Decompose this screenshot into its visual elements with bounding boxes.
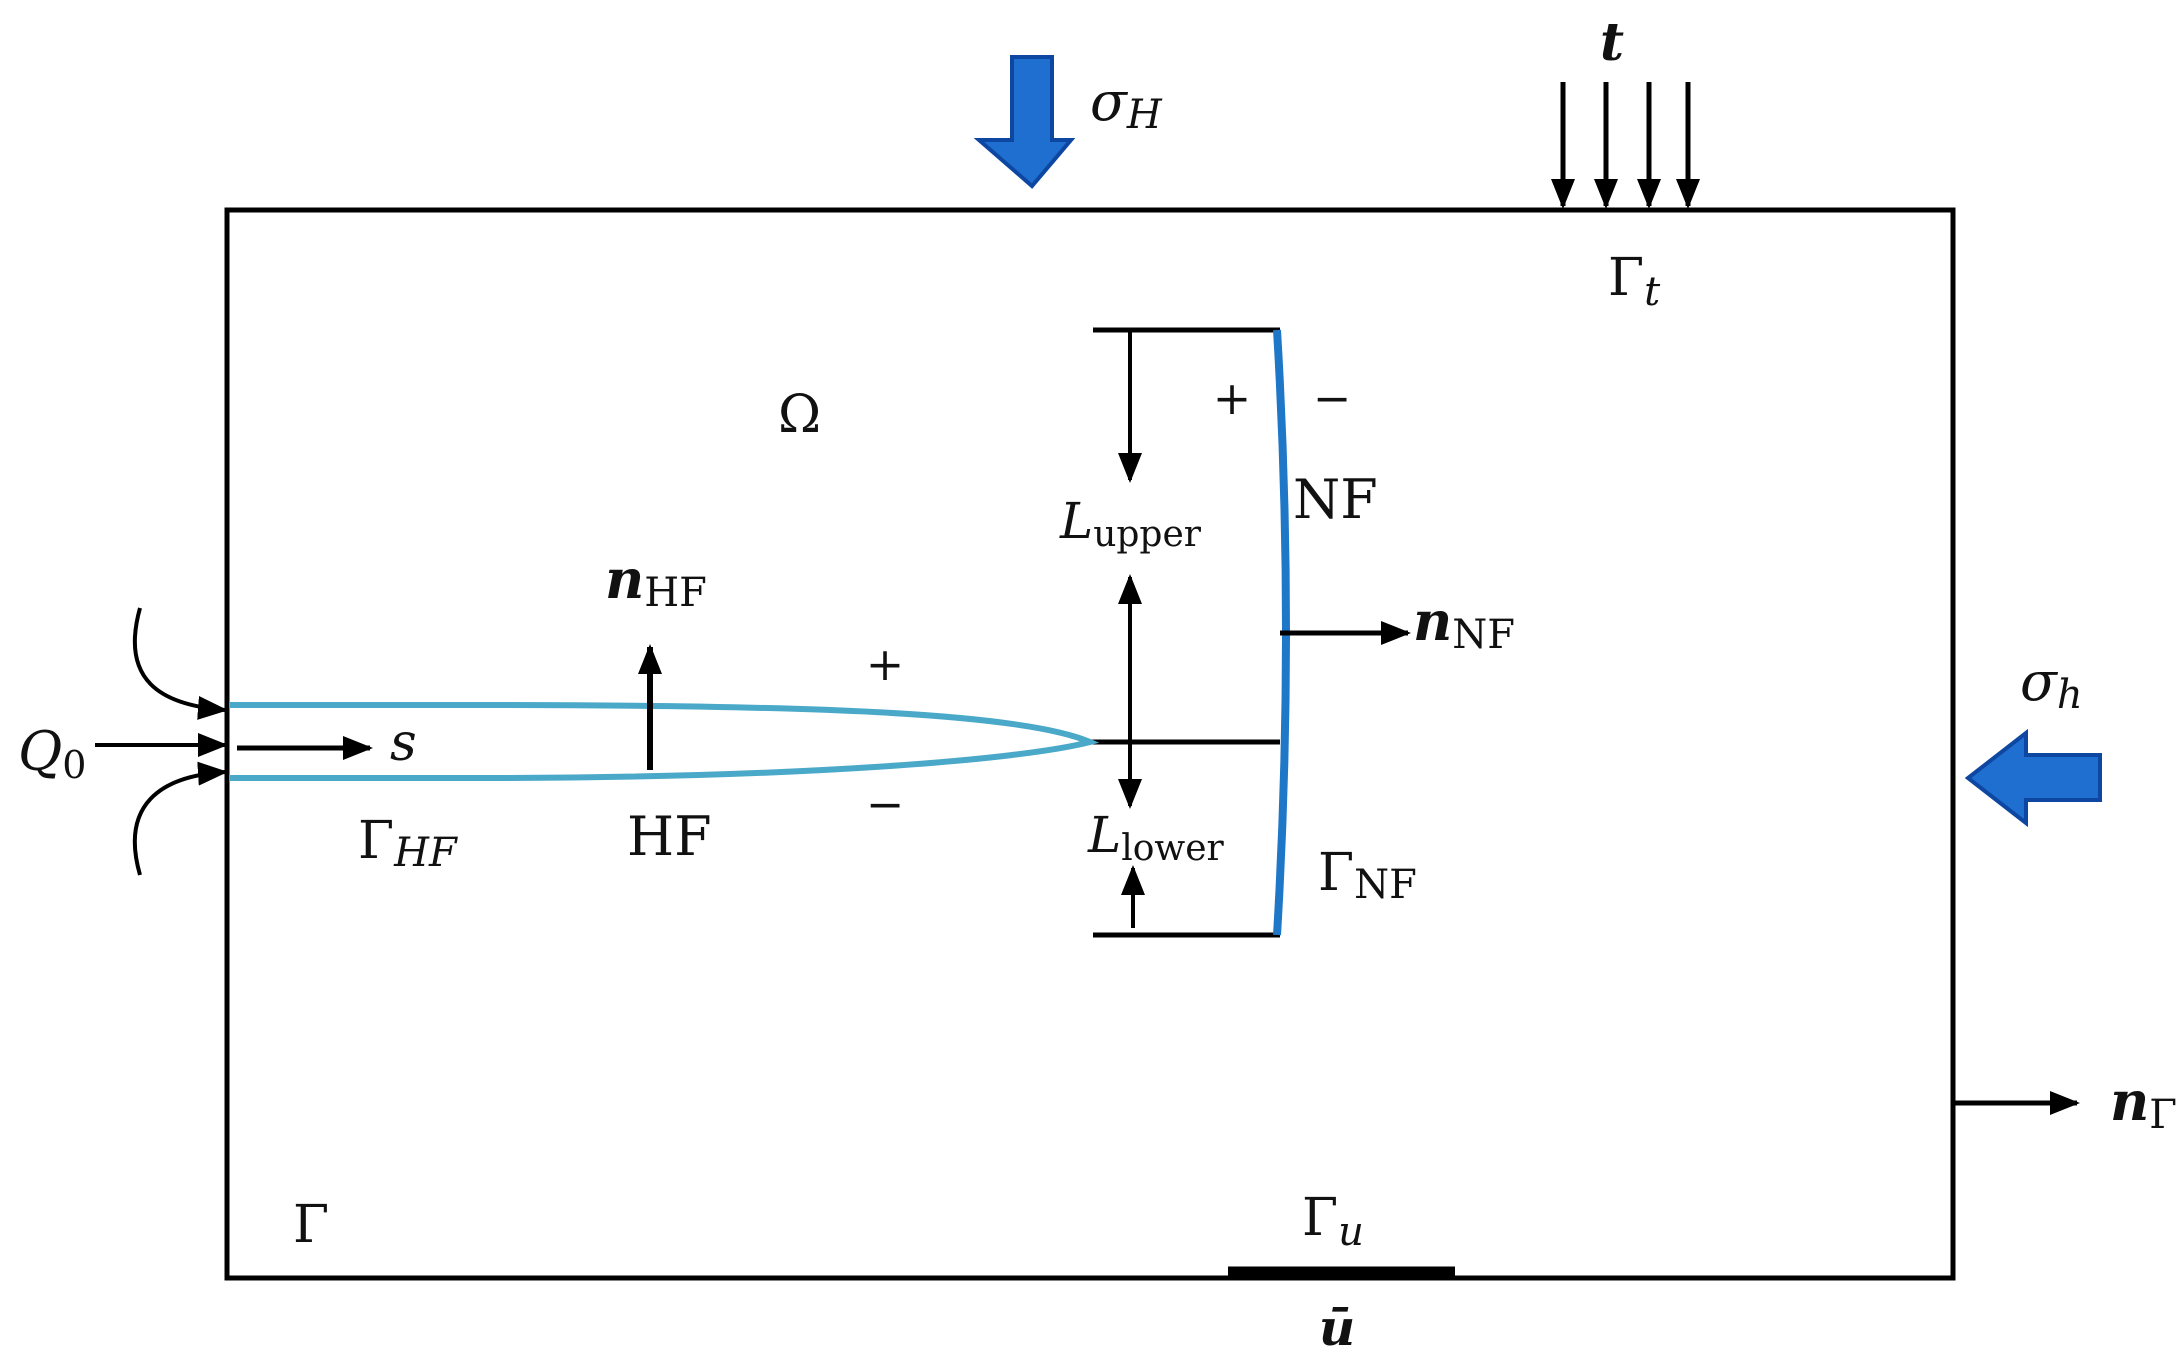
- gamma-u-label: Γu: [1302, 1188, 1364, 1255]
- n-nf-label: nNF: [1413, 589, 1515, 658]
- nf-minus-sign: −: [1313, 371, 1352, 425]
- l-upper-label: Lupper: [1059, 492, 1202, 555]
- gamma-hf-label: ΓHF: [358, 811, 458, 876]
- n-hf-label: nHF: [605, 547, 707, 616]
- nf-dimension-lines: [1090, 327, 1280, 938]
- gamma-nf-label: ΓNF: [1318, 843, 1417, 908]
- nf-plus-sign: +: [1213, 371, 1252, 425]
- sigma-H-label: σH: [1090, 70, 1163, 138]
- hf-label: HF: [627, 805, 712, 868]
- sigma-H-load-arrow: [973, 55, 1076, 189]
- hydraulic-fracture: [229, 702, 1100, 781]
- sigma-h-load-arrow: [1964, 728, 2102, 828]
- nf-label: NF: [1293, 468, 1378, 531]
- u-bar-label: ū: [1319, 1298, 1355, 1357]
- hf-plus-sign: +: [866, 637, 905, 691]
- omega-label: Ω: [778, 385, 821, 445]
- gamma-t-label: Γt: [1608, 248, 1661, 315]
- gamma-boundary-label: Γ: [293, 1195, 329, 1255]
- sigma-h-label: σh: [2020, 650, 2083, 718]
- s-label: s: [390, 713, 417, 773]
- traction-label: t: [1600, 12, 1624, 73]
- l-lower-label: Llower: [1087, 806, 1225, 869]
- injection-arrows: [95, 607, 228, 876]
- hf-minus-sign: −: [866, 777, 905, 831]
- n-gamma-label: nΓ: [2110, 1069, 2177, 1138]
- traction-arrows: [1551, 82, 1700, 209]
- q0-label: Q0: [18, 720, 86, 787]
